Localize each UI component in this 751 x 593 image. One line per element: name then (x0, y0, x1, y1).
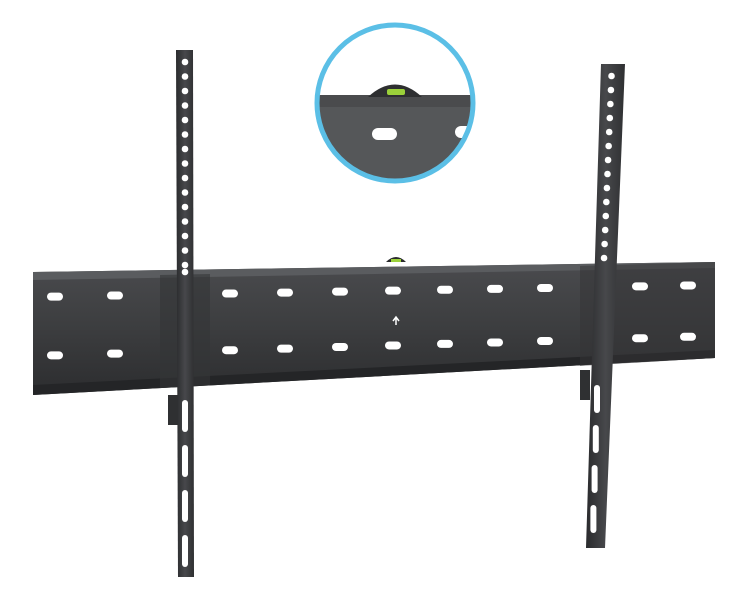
arm-hole (181, 268, 189, 276)
arm-hole (603, 184, 611, 192)
mounting-slot (47, 351, 63, 360)
bubble-level-detail-inset (314, 22, 476, 184)
arm-hole (181, 218, 189, 225)
arm-slot (182, 400, 188, 432)
arm-slot (182, 535, 188, 567)
arm-hole (181, 73, 189, 80)
arm-hole (181, 261, 189, 269)
arm-slot (592, 425, 599, 453)
mounting-slot (537, 283, 553, 292)
mounting-slot (680, 332, 696, 341)
mounting-slot (537, 336, 553, 345)
mounting-slot (222, 289, 238, 298)
arm-hole (181, 232, 189, 240)
mounting-slot (632, 282, 648, 291)
arm-hole (608, 72, 615, 80)
mounting-slot (385, 341, 401, 350)
arm-hole (181, 116, 189, 124)
mounting-slot (437, 285, 453, 294)
mounting-slot (277, 344, 293, 353)
arm-hole (603, 198, 610, 206)
arm-slot (182, 445, 188, 477)
arm-hole (604, 170, 611, 178)
mounting-slot (332, 342, 348, 351)
arm-hole (605, 128, 613, 136)
arm-slot (590, 505, 597, 533)
wall-plate (33, 257, 715, 395)
mounting-slot (487, 338, 503, 347)
arm-hole (604, 156, 612, 164)
arm-hole (181, 102, 189, 109)
right-arm (580, 64, 625, 548)
arm-hole (606, 114, 614, 122)
arm-hole (602, 212, 610, 220)
arm-hole (601, 240, 608, 248)
mounting-slot (437, 339, 453, 348)
arm-hole (181, 145, 189, 153)
mounting-slot (222, 346, 238, 355)
arm-hole (181, 247, 189, 254)
arm-hole (600, 254, 608, 262)
arm-hole (607, 86, 615, 94)
arm-slot (594, 385, 600, 413)
arm-slot (591, 465, 598, 493)
left-arm (168, 50, 194, 577)
bubble-level-vial (391, 259, 401, 262)
mounting-slot (487, 284, 503, 293)
mounting-slot (332, 287, 348, 296)
arm-hole (605, 142, 612, 150)
arm-hole (601, 226, 609, 234)
mounting-slot (107, 291, 123, 300)
arm-hole (181, 58, 189, 66)
mounting-slots (47, 281, 696, 360)
arm-slot (182, 490, 188, 522)
mounting-slot (277, 288, 293, 297)
arm-hole (181, 203, 189, 211)
up-arrow-icon (392, 315, 400, 325)
arm-hole (607, 100, 614, 108)
arm-hole (181, 87, 189, 95)
mounting-slot (385, 286, 401, 295)
mounting-slot (47, 292, 63, 301)
mounting-slot (680, 281, 696, 290)
arm-hole (181, 160, 189, 167)
arm-hole (181, 189, 189, 196)
arm-hole (181, 174, 189, 182)
mounting-slot (632, 334, 648, 343)
mounting-slot (107, 349, 123, 358)
arm-hole (181, 131, 189, 138)
